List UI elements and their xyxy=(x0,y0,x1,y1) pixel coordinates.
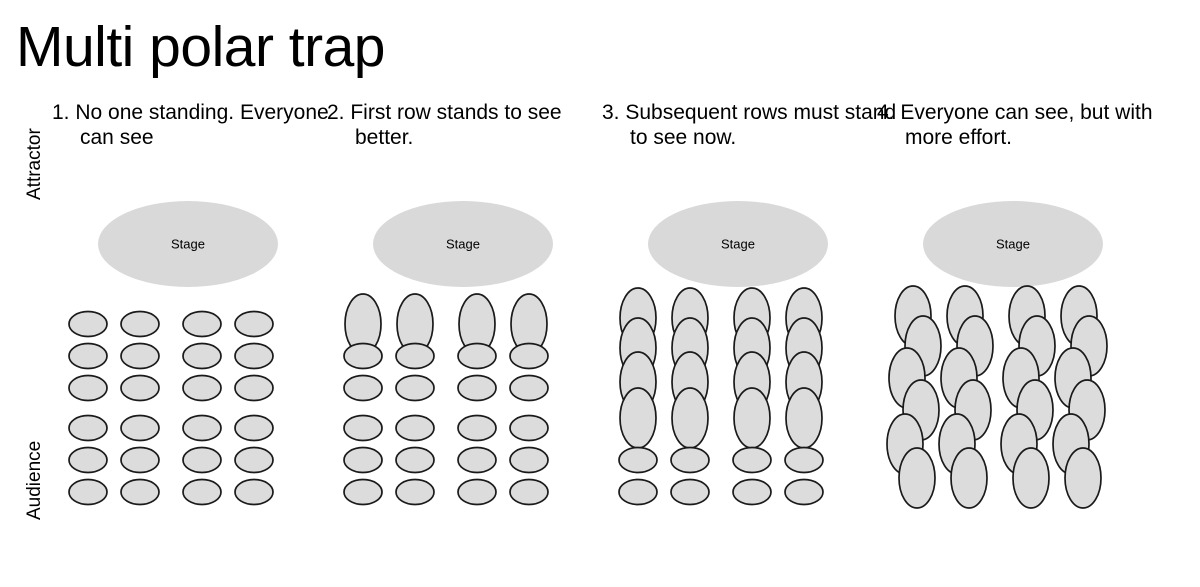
panel-1: 1. No one standing. Everyone can see Sta… xyxy=(48,100,329,570)
seat-sitting xyxy=(120,342,160,370)
seat-sitting xyxy=(509,342,549,370)
seat-sitting xyxy=(68,374,108,402)
seat-standing xyxy=(733,387,771,449)
seat-sitting xyxy=(457,414,497,442)
panel-2: 2. First row stands to see better. Stage xyxy=(323,100,603,570)
seat-sitting xyxy=(234,374,274,402)
seat-sitting xyxy=(395,478,435,506)
panel-1-caption: 1. No one standing. Everyone can see xyxy=(52,101,335,149)
seat-sitting xyxy=(395,446,435,474)
seat-standing xyxy=(1012,447,1050,509)
seat-sitting xyxy=(395,414,435,442)
seat-sitting xyxy=(509,374,549,402)
stage-label: Stage xyxy=(721,236,755,251)
panel-3-caption: 3. Subsequent rows must stand to see now… xyxy=(602,101,903,149)
audience-seats-2 xyxy=(343,293,549,506)
stage-ellipse xyxy=(648,201,828,287)
seat-standing xyxy=(785,387,823,449)
seat-sitting xyxy=(120,310,160,338)
panel-2-caption: 2. First row stands to see better. xyxy=(327,101,568,149)
seat-sitting xyxy=(509,446,549,474)
page-title: Multi polar trap xyxy=(16,15,386,79)
stage-label: Stage xyxy=(446,236,480,251)
seat-sitting xyxy=(234,446,274,474)
seat-sitting xyxy=(732,478,772,506)
seat-sitting xyxy=(343,478,383,506)
stage-label: Stage xyxy=(171,236,205,251)
seat-standing xyxy=(898,447,936,509)
seat-standing xyxy=(619,387,657,449)
seat-sitting xyxy=(509,414,549,442)
seat-sitting xyxy=(68,342,108,370)
stage-label: Stage xyxy=(996,236,1030,251)
seat-sitting xyxy=(395,342,435,370)
seat-sitting xyxy=(120,478,160,506)
seat-sitting xyxy=(68,478,108,506)
seat-sitting xyxy=(68,446,108,474)
seat-sitting xyxy=(732,446,772,474)
seat-sitting xyxy=(120,446,160,474)
stage-group-3: Stage xyxy=(648,201,828,287)
seat-sitting xyxy=(457,374,497,402)
seat-sitting xyxy=(343,446,383,474)
seat-sitting xyxy=(234,310,274,338)
seat-sitting xyxy=(457,342,497,370)
seat-sitting xyxy=(457,446,497,474)
seat-sitting xyxy=(509,478,549,506)
panel-3: 3. Subsequent rows must stand to see now… xyxy=(598,100,896,570)
seat-sitting xyxy=(343,342,383,370)
audience-seats-4 xyxy=(886,285,1108,509)
seat-sitting xyxy=(182,446,222,474)
seat-sitting xyxy=(182,414,222,442)
seat-sitting xyxy=(784,446,824,474)
panel-1-figure: Stage xyxy=(68,201,278,506)
seat-standing xyxy=(950,447,988,509)
stage-ellipse xyxy=(923,201,1103,287)
panel-4-caption: 4. Everyone can see, but with more effor… xyxy=(877,101,1159,149)
seat-sitting xyxy=(182,310,222,338)
seat-sitting xyxy=(343,414,383,442)
seat-sitting xyxy=(670,478,710,506)
seat-sitting xyxy=(120,414,160,442)
seat-sitting xyxy=(182,478,222,506)
seat-sitting xyxy=(234,342,274,370)
axis-label-attractor: Attractor xyxy=(24,128,45,200)
stage-group-1: Stage xyxy=(98,201,278,287)
seat-sitting xyxy=(68,310,108,338)
seat-sitting xyxy=(182,342,222,370)
seat-sitting xyxy=(457,478,497,506)
seat-sitting xyxy=(234,414,274,442)
seat-sitting xyxy=(120,374,160,402)
seat-sitting xyxy=(182,374,222,402)
audience-seats-1 xyxy=(68,310,274,506)
stage-ellipse xyxy=(98,201,278,287)
audience-seats-3 xyxy=(618,287,824,506)
seat-sitting xyxy=(343,374,383,402)
seat-sitting xyxy=(784,478,824,506)
stage-group-2: Stage xyxy=(373,201,553,287)
seat-sitting xyxy=(234,478,274,506)
seat-sitting xyxy=(670,446,710,474)
panel-4-figure: Stage xyxy=(886,201,1108,509)
axis-label-audience: Audience xyxy=(24,440,45,520)
seat-sitting xyxy=(618,478,658,506)
panel-2-figure: Stage xyxy=(343,201,553,506)
seat-sitting xyxy=(395,374,435,402)
stage-ellipse xyxy=(373,201,553,287)
panel-4: 4. Everyone can see, but with more effor… xyxy=(873,100,1153,570)
seat-standing xyxy=(1064,447,1102,509)
seat-sitting xyxy=(68,414,108,442)
seat-standing xyxy=(671,387,709,449)
panel-3-figure: Stage xyxy=(618,201,828,506)
stage-group-4: Stage xyxy=(923,201,1103,287)
seat-sitting xyxy=(618,446,658,474)
